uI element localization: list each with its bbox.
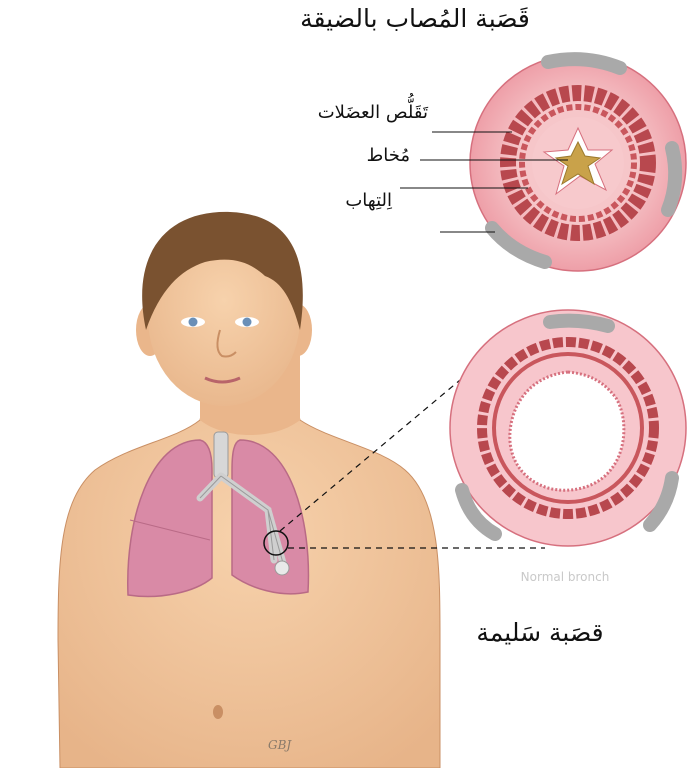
normal-bronchus-title: قصَبة سَليمة — [440, 618, 640, 647]
trachea — [214, 432, 228, 478]
cartilage-plate — [550, 321, 608, 326]
asthmatic-bronchus-title: قَصَبة المُصاب بالضيقة — [250, 4, 580, 33]
artist-signature: GBJ — [268, 738, 291, 752]
alveoli-cluster — [275, 561, 289, 575]
muscle-contraction-label: تَقَلُّص العضَلات — [248, 102, 428, 123]
navel — [213, 705, 223, 719]
inflammation-label: اِلتِهاب — [300, 190, 392, 211]
mucus-label: مُخاط — [300, 145, 410, 166]
normal-lumen — [510, 372, 624, 490]
normal-bronchus — [450, 310, 686, 546]
asthmatic-bronchus — [470, 55, 686, 271]
cartilage-plate — [668, 148, 675, 210]
left-iris — [189, 318, 198, 327]
faint-caption: Normal bronch — [490, 570, 640, 584]
right-iris — [243, 318, 252, 327]
